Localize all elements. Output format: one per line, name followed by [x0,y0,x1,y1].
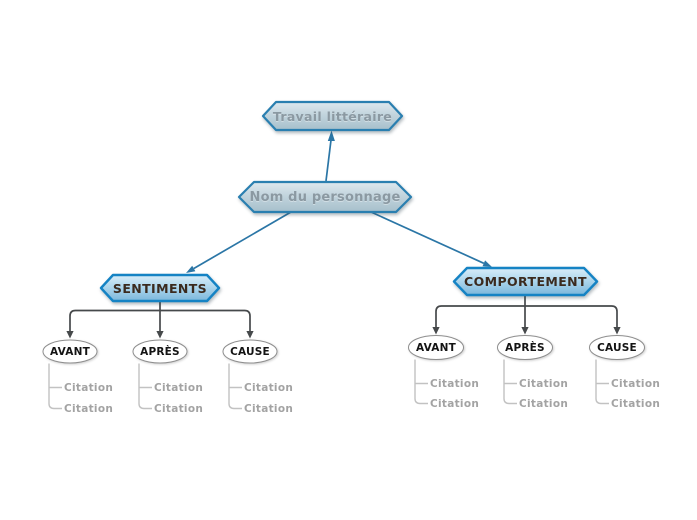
apres-left-shape [132,339,188,364]
sentiments-node-shape [99,273,221,303]
arrowheads-sentiments-children [66,331,254,339]
citation-connectors-right [414,359,609,405]
citation-item[interactable]: Citation [244,402,294,415]
citation-item[interactable]: Citation [430,397,480,410]
connector-comportement-children [435,295,618,327]
node-travail-litteraire[interactable]: Travail littéraire [272,108,393,124]
avant-left-shape [42,339,98,364]
citation-item[interactable]: Citation [611,397,661,410]
node-avant-comportement[interactable]: AVANT [416,341,456,354]
citation-item[interactable]: Citation [519,377,569,390]
connector-sentiments-children [69,301,251,331]
cause-left-shape [222,339,278,364]
connector-main-to-root [325,130,335,182]
arrowheads-comportement-children [432,327,621,335]
node-comportement[interactable]: COMPORTEMENT [464,274,587,289]
citation-item[interactable]: Citation [154,402,204,415]
connector-main-to-sentiments [186,211,292,273]
node-nom-du-personnage[interactable]: Nom du personnage [249,189,401,205]
node-cause-comportement[interactable]: CAUSE [597,341,637,354]
citation-item[interactable]: Citation [64,402,114,415]
node-avant-sentiments[interactable]: AVANT [50,345,90,358]
citation-item[interactable]: Citation [430,377,480,390]
node-cause-sentiments[interactable]: CAUSE [230,345,270,358]
comportement-node-shape [452,266,599,297]
cause-right-shape [589,335,645,360]
node-apres-comportement[interactable]: APRÈS [505,341,545,354]
citation-connectors-left [48,363,242,410]
node-sentiments[interactable]: SENTIMENTS [112,280,208,296]
apres-right-shape [497,335,553,360]
citation-item[interactable]: Citation [154,381,204,394]
avant-right-shape [408,335,464,360]
root-node-shape [261,100,404,132]
node-apres-sentiments[interactable]: APRÈS [140,345,180,358]
citation-item[interactable]: Citation [244,381,294,394]
main-node-shape [237,180,413,214]
citation-item[interactable]: Citation [64,381,114,394]
connector-main-to-comportement [370,211,492,267]
citation-item[interactable]: Citation [611,377,661,390]
citation-item[interactable]: Citation [519,397,569,410]
